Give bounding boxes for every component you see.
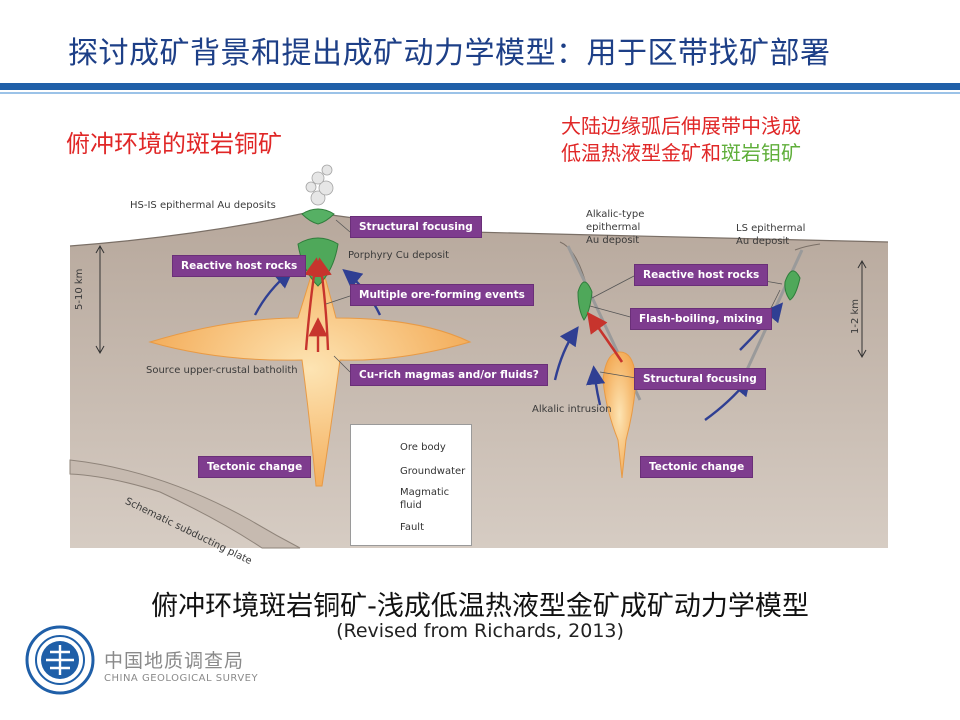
magmatic-arrow-right-panel: [586, 311, 624, 363]
legend-fault: Fault: [400, 522, 424, 533]
groundwater-arrow-r1: [553, 326, 579, 381]
cgs-logo: [25, 625, 95, 695]
org-name-en: CHINA GEOLOGICAL SURVEY: [104, 673, 259, 684]
box-reactive-host-left: Reactive host rocks: [172, 255, 307, 277]
label-ls-1: LS epithermal: [736, 223, 806, 234]
slide-title: 探讨成矿背景和提出成矿动力学模型：用于区带找矿部署: [68, 36, 831, 71]
batholith: [148, 250, 472, 487]
box-reactive-host-right: Reactive host rocks: [634, 264, 769, 286]
right-heading-red: 低温热液型金矿和: [561, 141, 721, 165]
label-ls-2: Au deposit: [736, 236, 790, 247]
subducting-plate: [69, 459, 301, 549]
right-heading-line2: 低温热液型金矿和斑岩钼矿: [561, 140, 801, 167]
magmatic-arrow-right: [312, 257, 332, 351]
groundwater-arrow-r2: [586, 365, 606, 406]
left-heading: 俯冲环境的斑岩铜矿: [66, 130, 282, 158]
box-flash-boiling: Flash-boiling, mixing: [630, 308, 773, 330]
epithermal-ore-top: [301, 208, 335, 225]
label-hs-is: HS-IS epithermal Au deposits: [130, 200, 276, 211]
box-multiple-events: Multiple ore-forming events: [350, 284, 534, 306]
label-source-batholith: Source upper-crustal batholith: [146, 365, 298, 376]
box-structural-focusing-right: Structural focusing: [634, 368, 766, 390]
figure-caption: 俯冲环境斑岩铜矿-浅成低温热液型金矿成矿动力学模型: [151, 591, 809, 622]
right-heading-line1: 大陆边缘弧后伸展带中浅成: [561, 114, 801, 138]
title-underline: [0, 83, 960, 90]
box-tectonic-right: Tectonic change: [640, 456, 754, 478]
label-porphyry-cu: Porphyry Cu deposit: [348, 250, 450, 261]
ls-ore-body: [784, 270, 801, 301]
figure-source: (Revised from Richards, 2013): [336, 620, 624, 642]
legend-magmatic-1: Magmatic: [400, 487, 450, 498]
org-name-cn: 中国地质调查局: [104, 650, 245, 672]
title-underline-thin: [0, 92, 960, 94]
right-heading-green: 斑岩钼矿: [721, 141, 801, 165]
label-alkalic-type-2: epithermal: [586, 222, 641, 233]
legend: [350, 424, 472, 546]
steam-plume: [305, 164, 334, 206]
box-cu-rich: Cu-rich magmas and/or fluids?: [350, 364, 548, 386]
basin-surface-right: [559, 241, 821, 281]
legend-ore-body: Ore body: [400, 442, 446, 453]
label-alkalic-type-3: Au deposit: [586, 235, 640, 246]
label-alkalic-intrusion: Alkalic intrusion: [532, 404, 612, 415]
alkalic-ore-body: [577, 281, 593, 321]
box-tectonic-left: Tectonic change: [198, 456, 312, 478]
label-depth-right: 1-2 km: [850, 298, 861, 334]
label-depth-left: 5-10 km: [74, 268, 85, 310]
box-structural-focusing-left: Structural focusing: [350, 216, 482, 238]
legend-magmatic-2: fluid: [400, 500, 422, 511]
legend-groundwater: Groundwater: [400, 466, 466, 477]
label-alkalic-type-1: Alkalic-type: [586, 209, 645, 220]
